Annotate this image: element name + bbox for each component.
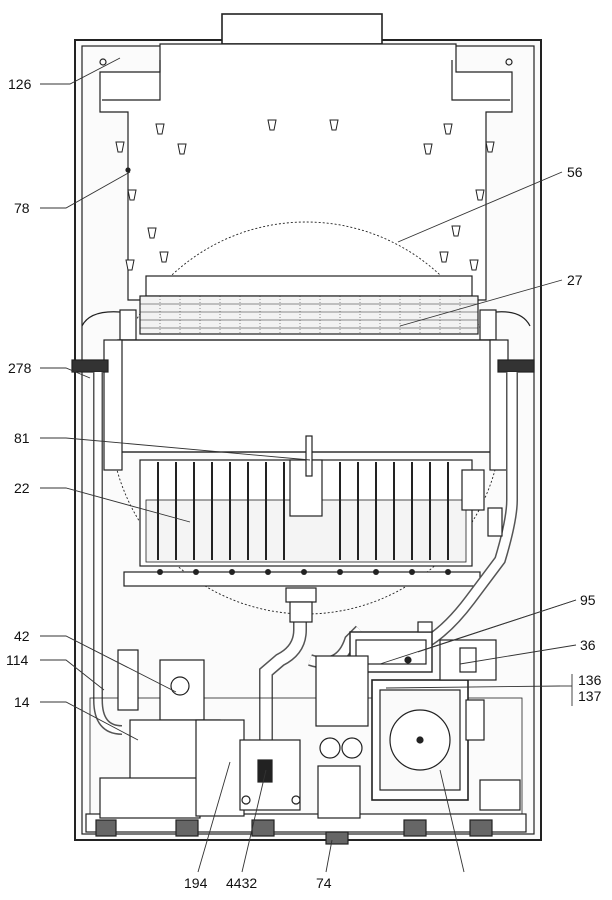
label-78: 78 (14, 200, 30, 216)
label-126: 126 (8, 76, 32, 92)
label-56: 56 (567, 164, 583, 180)
mid-fittings (315, 655, 369, 819)
label-36: 36 (580, 637, 596, 653)
label-22: 22 (14, 480, 30, 496)
label-114: 114 (6, 652, 29, 668)
label-74: 74 (316, 875, 332, 891)
label-27: 27 (567, 272, 583, 288)
heat-exchanger (71, 275, 535, 471)
flue-hood (99, 43, 513, 301)
label-194: 194 (184, 875, 208, 891)
leader-lines (40, 57, 577, 873)
label-278: 278 (8, 360, 32, 376)
label-95: 95 (580, 592, 596, 608)
label-42: 42 (14, 628, 30, 644)
label-137: 137 (578, 688, 602, 704)
label-81: 81 (14, 430, 30, 446)
center-bracket (195, 719, 301, 817)
left-pipe (93, 372, 123, 735)
label-4432: 4432 (226, 875, 258, 891)
label-136: 136 (578, 672, 602, 688)
circulation-pump (371, 639, 497, 801)
label-14: 14 (14, 694, 30, 710)
right-bracket (465, 507, 521, 811)
burner-assembly (123, 435, 485, 587)
